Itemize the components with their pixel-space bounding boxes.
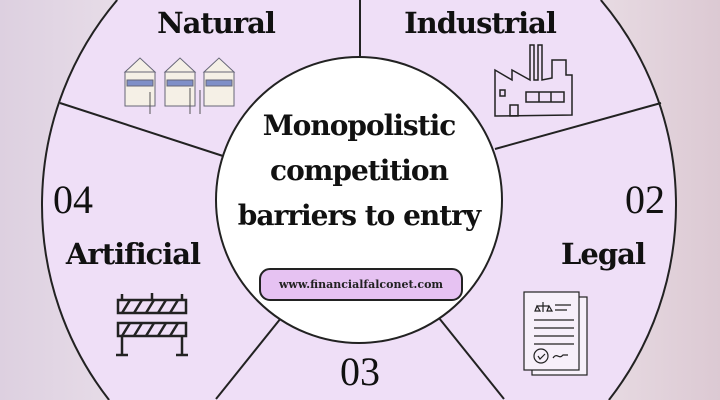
divider [215, 317, 282, 400]
segment-label-industrial: Industrial [404, 6, 557, 40]
website-badge: www.financialfalconet.com [259, 268, 463, 301]
segment-number-04: 04 [53, 177, 93, 222]
diagram-title: Monopolistic competition barriers to ent… [216, 103, 502, 238]
title-line: Monopolistic [262, 109, 457, 142]
divider [494, 102, 662, 150]
title-line: competition [270, 154, 449, 187]
divider [59, 102, 224, 157]
market-stalls-icon [123, 57, 236, 114]
segment-number-02: 02 [625, 177, 665, 222]
segment-label-legal: Legal [561, 237, 646, 271]
segment-number-03: 03 [340, 349, 380, 394]
barricade-icon [116, 293, 188, 357]
outer-wheel-rim [41, 0, 677, 400]
factory-icon [494, 44, 573, 117]
legal-document-icon [523, 291, 588, 376]
segment-label-natural: Natural [157, 6, 276, 40]
segment-label-artificial: Artificial [65, 237, 201, 271]
title-line: barriers to entry [237, 199, 481, 232]
divider [438, 317, 505, 400]
